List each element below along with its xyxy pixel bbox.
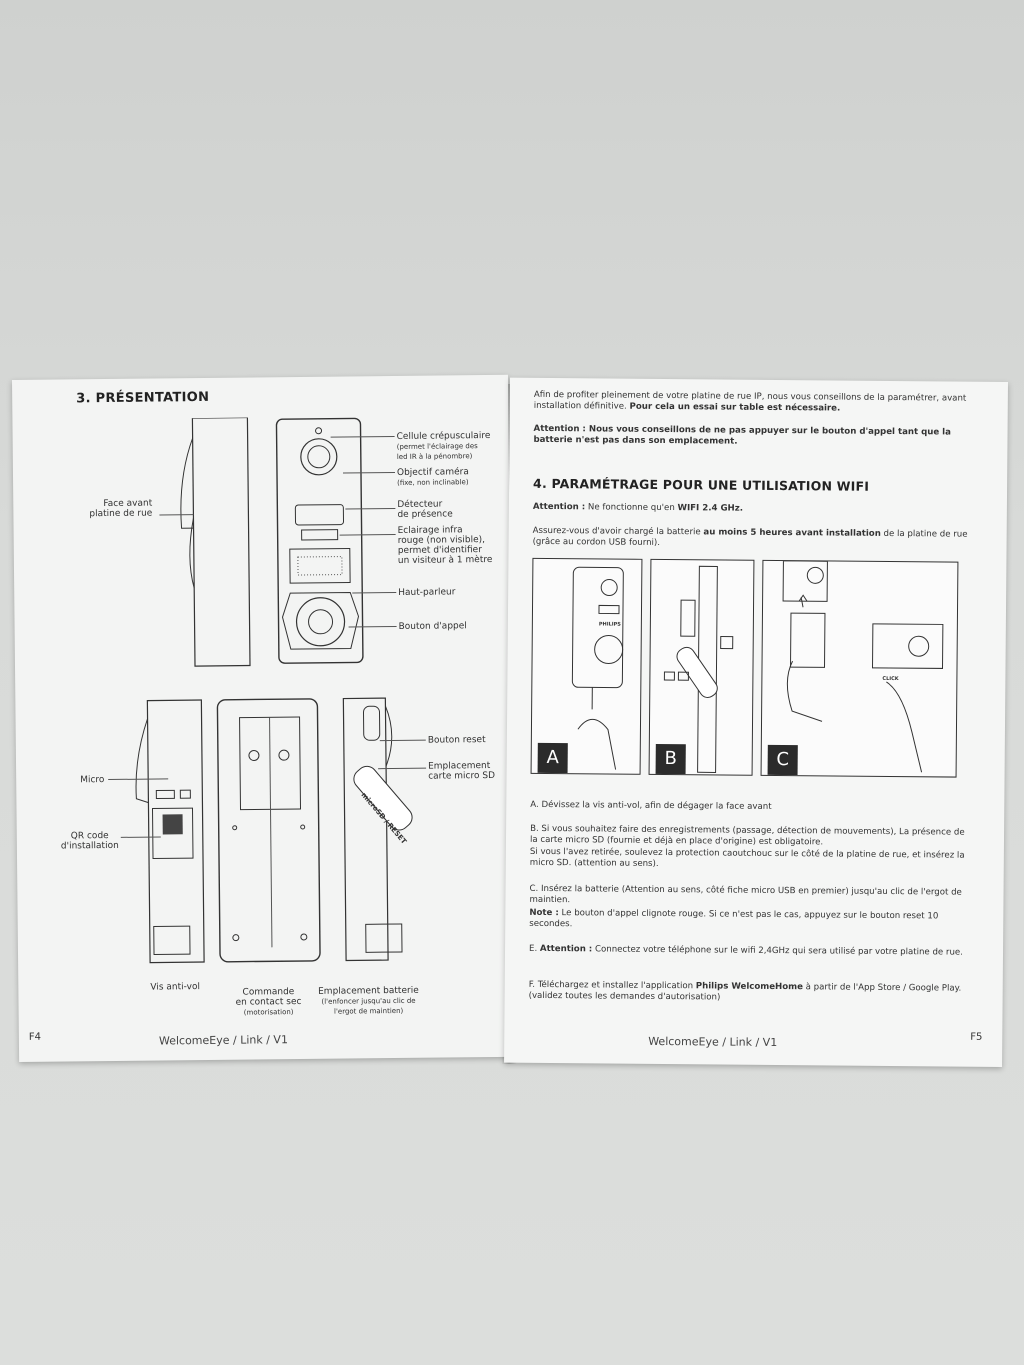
click-label: CLICK bbox=[882, 675, 899, 683]
section-title: 4. PARAMÉTRAGE POUR UNE UTILISATION WIFI bbox=[533, 475, 870, 494]
label-bouton-reset: Bouton reset bbox=[427, 735, 486, 746]
panel-a-illustration bbox=[571, 566, 624, 770]
doorbell-side-sd-view bbox=[342, 697, 413, 962]
philips-label: PHILIPS bbox=[598, 621, 621, 628]
doorbell-side-view-bottom bbox=[135, 699, 205, 964]
panel-c-tag: C bbox=[767, 744, 798, 776]
battery-note: Assurez-vous d'avoir chargé la batterie … bbox=[532, 525, 968, 548]
panel-b-tag: B bbox=[655, 743, 686, 775]
footer-right: WelcomeEye / Link / V1 bbox=[648, 1034, 778, 1050]
step-f: F. Téléchargez et installez l'applicatio… bbox=[528, 979, 962, 1003]
page-number-right: F5 bbox=[970, 1031, 983, 1043]
panel-b: B bbox=[648, 558, 755, 776]
leader-line bbox=[345, 507, 396, 510]
leader-line bbox=[342, 471, 395, 474]
panel-a: PHILIPS A bbox=[530, 557, 643, 775]
doorbell-back-view bbox=[216, 698, 321, 963]
label-cellule: Cellule crépusculaire (permet l'éclairag… bbox=[396, 430, 491, 461]
label-haut-parleur: Haut-parleur bbox=[398, 587, 456, 598]
step-b: B. Si vous souhaitez faire des enregistr… bbox=[529, 823, 965, 848]
footer-left: WelcomeEye / Link / V1 bbox=[158, 1033, 288, 1048]
label-objectif: Objectif caméra(fixe, non inclinable) bbox=[396, 467, 469, 487]
panel-c: CLICK C bbox=[760, 559, 959, 778]
label-bouton-appel: Bouton d'appel bbox=[398, 621, 467, 632]
leader-line bbox=[352, 591, 397, 594]
step-b-continued: Si vous l'avez retirée, soulevez la prot… bbox=[529, 846, 965, 869]
leader-line bbox=[339, 533, 396, 536]
panel-c-illustration bbox=[782, 560, 944, 773]
page-number-left: F4 bbox=[28, 1031, 42, 1043]
label-vis-anti-vol: Vis anti-vol bbox=[150, 982, 201, 993]
note: Note : Le bouton d'appel clignote rouge.… bbox=[529, 907, 939, 930]
intro-paragraph: Afin de profiter pleinement de votre pla… bbox=[533, 389, 967, 414]
label-micro: Micro bbox=[80, 775, 105, 786]
doorbell-front-view bbox=[275, 417, 364, 664]
step-a: A. Dévissez la vis anti-vol, afin de dég… bbox=[530, 799, 772, 812]
panel-a-tag: A bbox=[537, 742, 568, 774]
attention-paragraph: Attention : Nous vous conseillons de ne … bbox=[533, 423, 951, 447]
wifi-note: Attention : Ne fonctionne qu'en WIFI 2.4… bbox=[532, 501, 744, 514]
step-c: C. Insérez la batterie (Attention au sen… bbox=[529, 883, 962, 906]
page-title: 3. PRÉSENTATION bbox=[76, 389, 210, 407]
label-emplacement-batterie: Emplacement batterie (l'enfoncer jusqu'a… bbox=[318, 985, 419, 1016]
panel-b-illustration bbox=[663, 565, 734, 773]
leader-line bbox=[348, 625, 397, 628]
right-page: Afin de profiter pleinement de votre pla… bbox=[504, 377, 1008, 1067]
step-e: E. Attention : Connectez votre téléphone… bbox=[528, 943, 963, 958]
doorbell-side-view-top bbox=[180, 417, 251, 667]
